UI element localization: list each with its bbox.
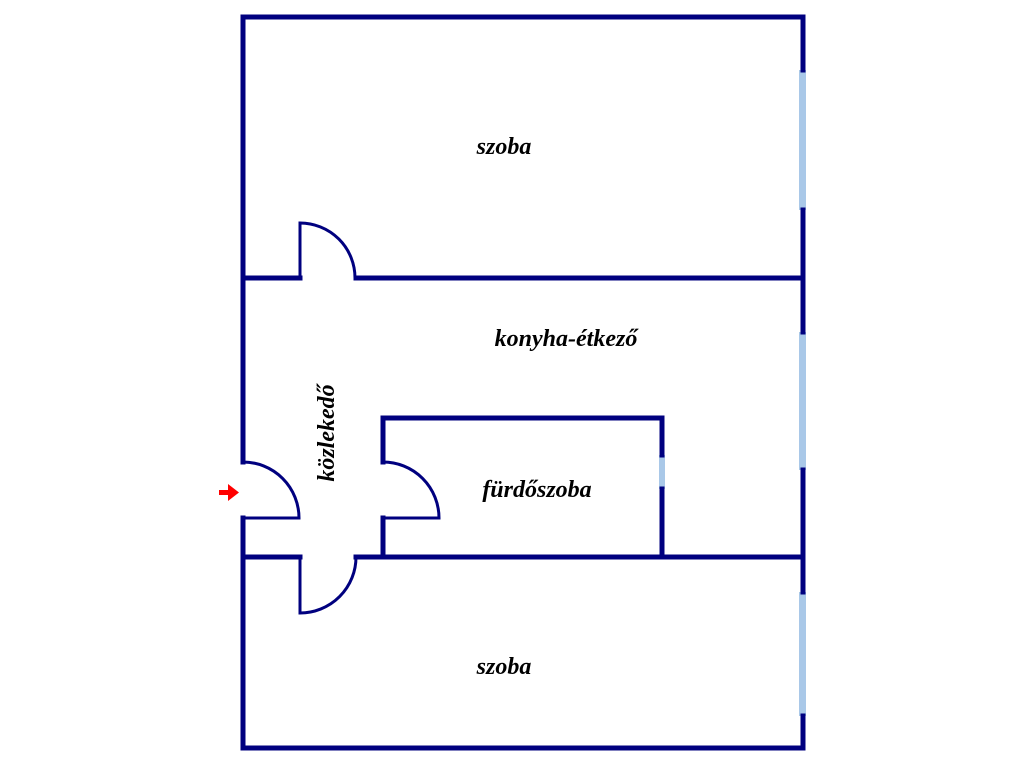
room-labels: szoba konyha-étkező közlekedő fürdőszoba… — [314, 134, 639, 680]
windows — [659, 70, 806, 716]
window-bottom-room — [799, 592, 806, 716]
label-top-room: szoba — [476, 134, 532, 160]
entrance-arrow-icon — [219, 484, 239, 501]
window-kitchen — [799, 332, 806, 470]
door-entrance — [242, 460, 301, 520]
door-top-room — [298, 221, 357, 279]
window-top-room — [799, 70, 806, 210]
door-bathroom — [382, 460, 441, 520]
label-bathroom: fürdőszoba — [482, 477, 591, 503]
doors — [242, 221, 441, 615]
door-bottom-room — [298, 556, 358, 615]
label-bottom-room: szoba — [476, 654, 532, 680]
label-kitchen-dining: konyha-étkező — [495, 326, 640, 352]
window-bathroom — [659, 455, 665, 489]
walls — [240, 14, 806, 751]
label-corridor: közlekedő — [314, 382, 340, 481]
